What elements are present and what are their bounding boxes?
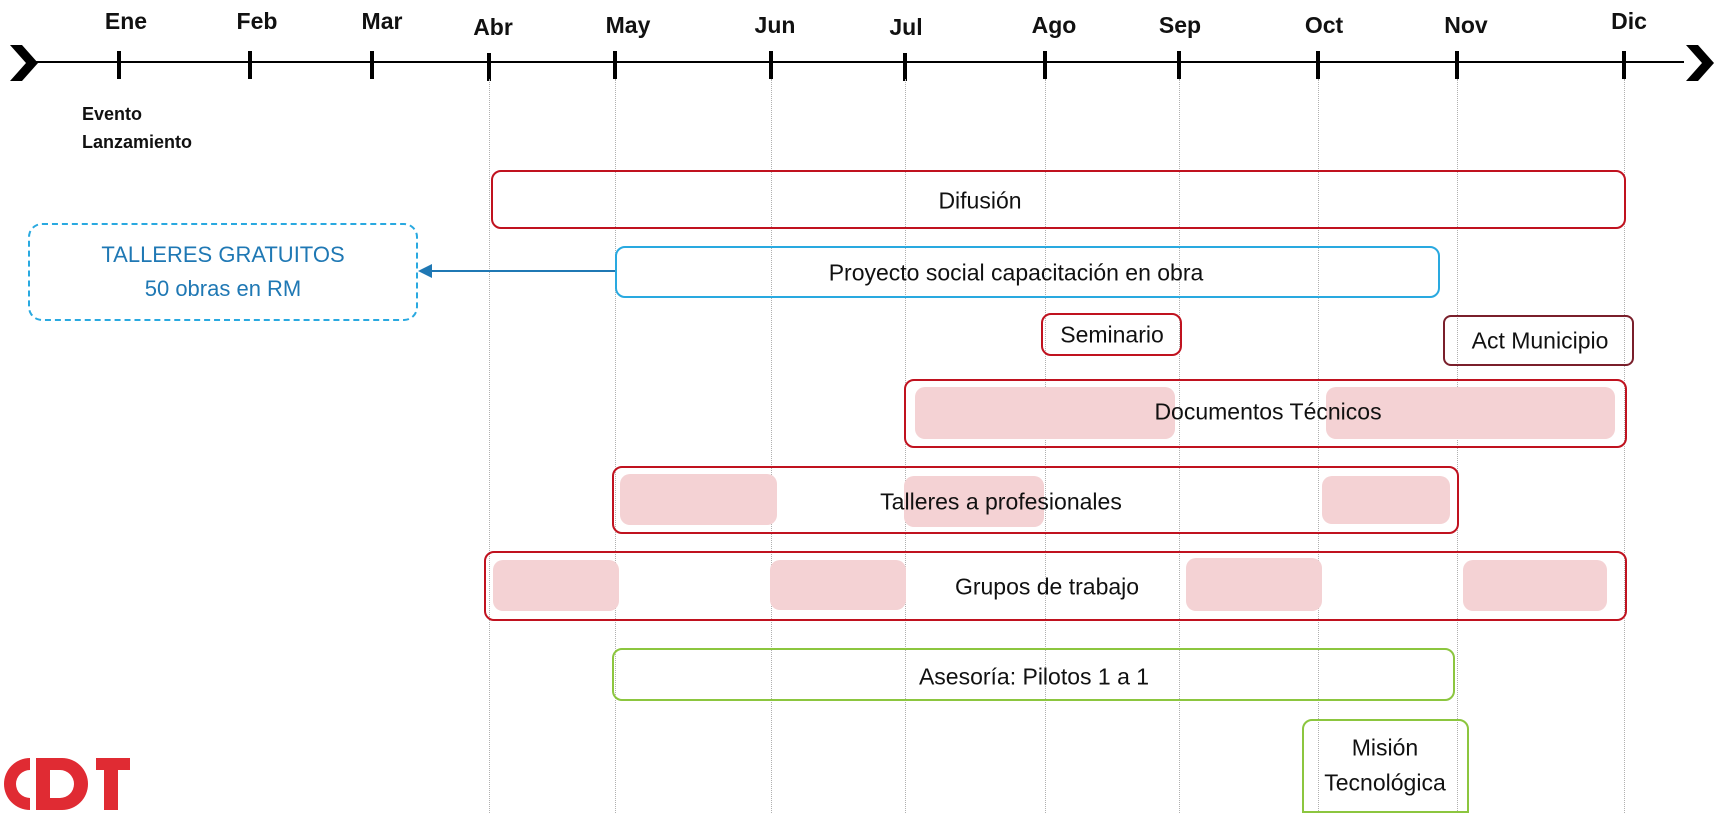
activity-proyecto-social [615,246,1440,298]
event-launch-label: Evento Lanzamiento [82,100,192,156]
chevron-right-icon [1686,45,1714,81]
month-tick [769,51,773,79]
grupos-period-fill [1186,558,1322,611]
activity-talleres-profesionales [612,466,1459,534]
activity-difusion-label: Difusión [938,187,1022,214]
month-guide-line [489,79,490,813]
activity-act-municipio-label: Act Municipio [1471,327,1609,354]
activity-mision-label-line1: Misión [1351,734,1419,761]
month-label-mar: Mar [361,8,403,34]
month-tick [1622,51,1626,79]
grupos-period-fill [1463,560,1607,611]
event-label-line2: Lanzamiento [82,132,193,152]
activity-asesoria-label: Asesoría: Pilotos 1 a 1 [918,663,1150,690]
activity-documentos-label: Documentos Técnicos [1154,398,1382,425]
callout-line2: 50 obras en RM [144,276,302,301]
month-tick [1455,51,1459,79]
month-guide-line [1624,79,1625,813]
month-label-ene: Ene [104,8,148,34]
activity-asesoria [612,648,1455,701]
month-tick [248,51,252,79]
event-label-line1: Evento [82,104,143,124]
month-guide-line [615,79,616,813]
chevron-right-icon [10,45,38,81]
activity-mision-label-line2: Tecnológica [1324,769,1446,796]
month-label-jun: Jun [754,12,796,38]
month-label-sep: Sep [1158,12,1202,38]
talleres-period-fill [620,474,777,525]
activity-documentos-tecnicos [904,379,1627,448]
documentos-period-fill [915,387,1175,439]
activity-proyecto-social-label: Proyecto social capacitación en obra [828,259,1204,286]
activity-grupos-label: Grupos de trabajo [954,573,1140,600]
activity-mision-tecnologica [1302,719,1469,813]
activity-talleres-label: Talleres a profesionales [880,488,1122,515]
month-tick [903,53,907,81]
activity-grupos-trabajo [484,551,1627,621]
logo-icon [3,758,130,810]
activity-seminario [1041,313,1182,356]
month-tick [117,51,121,79]
month-label-abr: Abr [473,14,513,40]
activity-difusion [491,170,1626,229]
month-tick [613,51,617,79]
activity-seminario-label: Seminario [1060,321,1164,348]
month-label-ago: Ago [1031,12,1077,38]
month-guide-line [905,79,906,813]
month-guide-line [771,79,772,813]
month-label-dic: Dic [1611,8,1647,34]
grupos-period-fill [493,560,619,611]
month-tick [487,53,491,81]
month-tick [1043,51,1047,79]
activity-act-municipio [1443,315,1634,366]
documentos-period-fill [1326,387,1615,439]
talleres-gratuitos-callout: TALLERES GRATUITOS 50 obras en RM [28,223,418,321]
month-label-feb: Feb [236,8,278,34]
month-label-nov: Nov [1444,12,1488,38]
month-tick [1316,51,1320,79]
talleres-period-fill [904,476,1044,527]
callout-line1: TALLERES GRATUITOS [101,242,345,267]
grupos-period-fill [770,560,906,610]
month-label-oct: Oct [1304,12,1344,38]
month-tick [1177,51,1181,79]
month-label-jul: Jul [889,14,923,40]
timeline-axis [30,61,1684,63]
month-label-may: May [605,12,651,38]
month-tick [370,51,374,79]
talleres-period-fill [1322,476,1450,524]
